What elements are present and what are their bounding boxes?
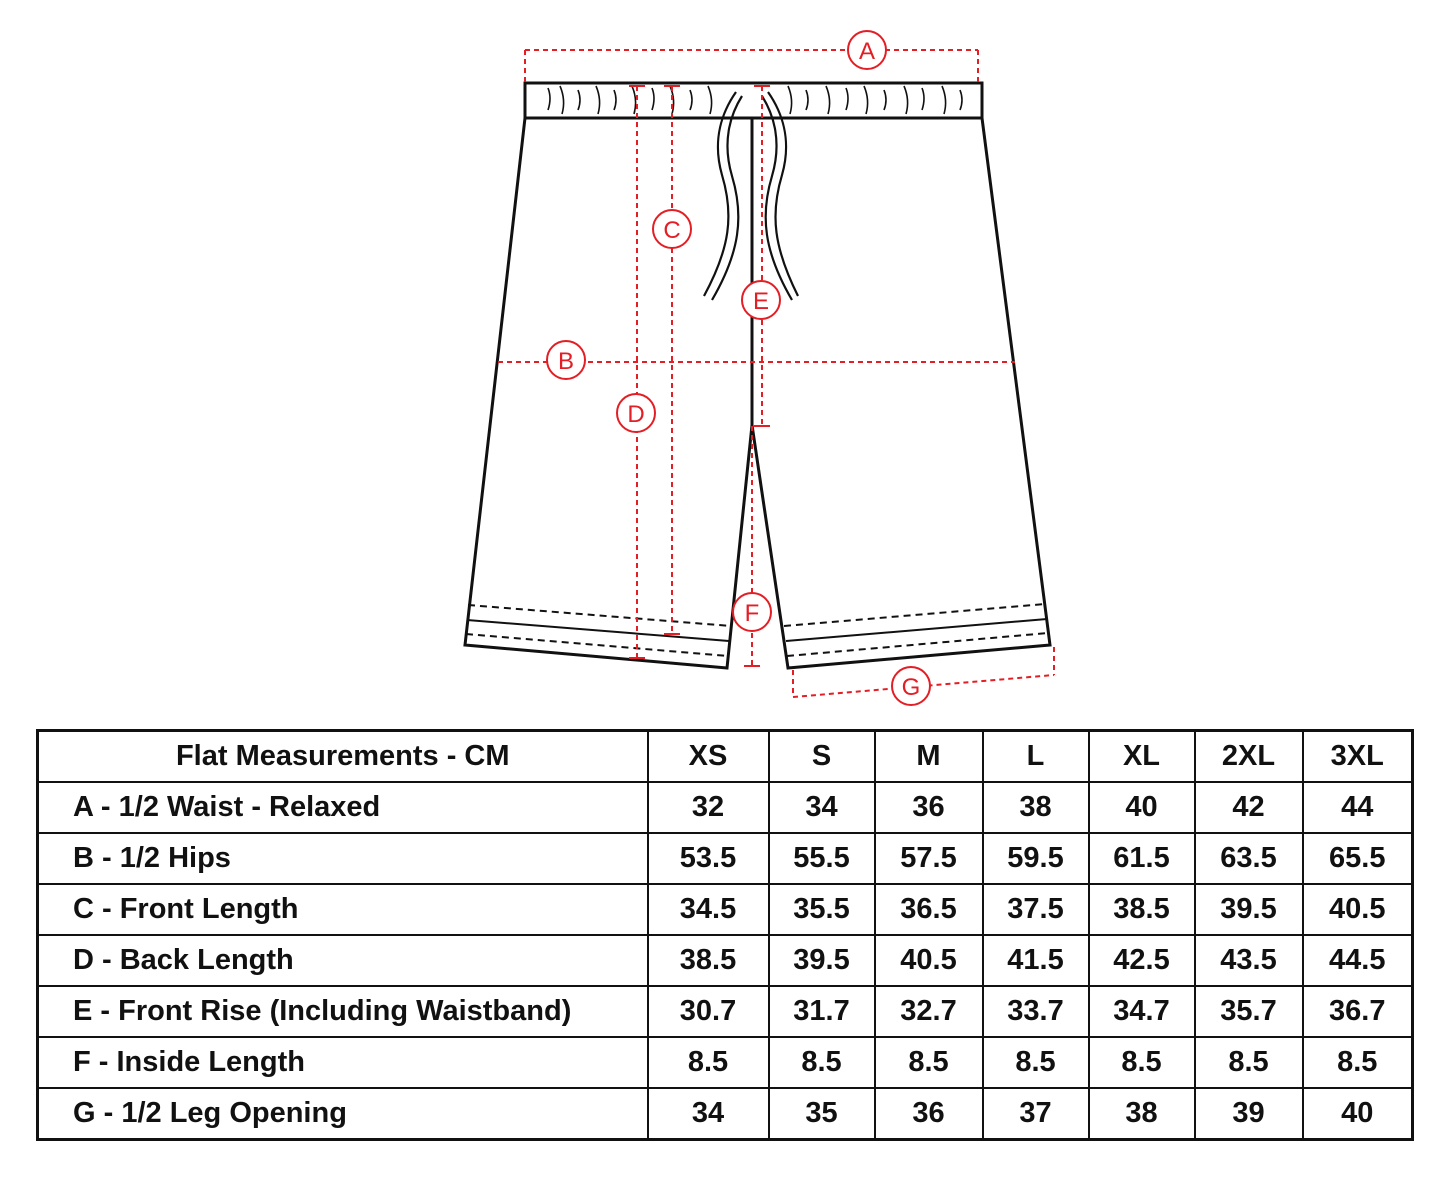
table-header-row: Flat Measurements - CM XS S M L XL 2XL 3… — [36, 729, 1414, 783]
table-cell: 36 — [873, 1087, 984, 1141]
table-cell: 33.7 — [981, 985, 1090, 1038]
table-cell: 8.5 — [981, 1036, 1090, 1089]
table-cell: 30.7 — [646, 985, 770, 1038]
table-cell: 39.5 — [767, 934, 876, 987]
label-c: C — [652, 209, 692, 249]
table-cell: 43.5 — [1193, 934, 1304, 987]
row-label: C - Front Length — [36, 883, 649, 936]
table-cell: 44.5 — [1301, 934, 1414, 987]
row-label: A - 1/2 Waist - Relaxed — [36, 781, 649, 834]
table-cell: 59.5 — [981, 832, 1090, 885]
size-header: XS — [646, 729, 770, 783]
label-d: D — [616, 393, 656, 433]
table-cell: 42 — [1193, 781, 1304, 834]
table-cell: 42.5 — [1087, 934, 1196, 987]
table-cell: 39.5 — [1193, 883, 1304, 936]
table-row: B - 1/2 Hips 53.5 55.5 57.5 59.5 61.5 63… — [36, 832, 1414, 885]
table-cell: 34.5 — [646, 883, 770, 936]
waistband-gathers — [547, 85, 963, 115]
table-cell: 34 — [646, 1087, 770, 1141]
table-title: Flat Measurements - CM — [36, 729, 649, 783]
label-d-text: D — [627, 401, 644, 428]
table-cell: 38 — [1087, 1087, 1196, 1141]
shorts-outline — [463, 81, 1052, 670]
table-cell: 44 — [1301, 781, 1414, 834]
table-cell: 37.5 — [981, 883, 1090, 936]
table-cell: 34.7 — [1087, 985, 1196, 1038]
label-e: E — [741, 280, 781, 320]
table-cell: 39 — [1193, 1087, 1304, 1141]
table-cell: 40.5 — [873, 934, 984, 987]
table-cell: 40.5 — [1301, 883, 1414, 936]
size-header: 3XL — [1301, 729, 1414, 783]
table-cell: 35.5 — [767, 883, 876, 936]
shorts-measurement-diagram: A B C D E F G — [463, 30, 1055, 706]
label-c-text: C — [663, 217, 680, 244]
row-label: E - Front Rise (Including Waistband) — [36, 985, 649, 1038]
waistband — [523, 81, 984, 120]
table-cell: 8.5 — [1301, 1036, 1414, 1089]
label-f-text: F — [745, 600, 760, 627]
size-header: S — [767, 729, 876, 783]
row-label: G - 1/2 Leg Opening — [36, 1087, 649, 1141]
table-cell: 8.5 — [1087, 1036, 1196, 1089]
table-cell: 65.5 — [1301, 832, 1414, 885]
table-row: E - Front Rise (Including Waistband) 30.… — [36, 985, 1414, 1038]
size-header: M — [873, 729, 984, 783]
row-label: D - Back Length — [36, 934, 649, 987]
table-cell: 53.5 — [646, 832, 770, 885]
table-cell: 38.5 — [1087, 883, 1196, 936]
size-header: XL — [1087, 729, 1196, 783]
table-cell: 35 — [767, 1087, 876, 1141]
drawstring-right — [761, 91, 799, 301]
table-cell: 63.5 — [1193, 832, 1304, 885]
table-cell: 8.5 — [646, 1036, 770, 1089]
table-cell: 38.5 — [646, 934, 770, 987]
table-cell: 55.5 — [767, 832, 876, 885]
measurement-labels: A B C D E F G — [546, 30, 931, 706]
row-label: F - Inside Length — [36, 1036, 649, 1089]
table-cell: 36.7 — [1301, 985, 1414, 1038]
table-cell: 57.5 — [873, 832, 984, 885]
table-cell: 32 — [646, 781, 770, 834]
hem-lines — [465, 603, 1049, 657]
size-chart-table: Flat Measurements - CM XS S M L XL 2XL 3… — [36, 729, 1414, 1141]
table-row: A - 1/2 Waist - Relaxed 32 34 36 38 40 4… — [36, 781, 1414, 834]
label-e-text: E — [753, 288, 769, 315]
table-row: F - Inside Length 8.5 8.5 8.5 8.5 8.5 8.… — [36, 1036, 1414, 1089]
size-header: L — [981, 729, 1090, 783]
table-cell: 40 — [1087, 781, 1196, 834]
table-cell: 41.5 — [981, 934, 1090, 987]
table-cell: 8.5 — [1193, 1036, 1304, 1089]
label-g-text: G — [902, 674, 921, 701]
label-g: G — [891, 666, 931, 706]
table-row: C - Front Length 34.5 35.5 36.5 37.5 38.… — [36, 883, 1414, 936]
label-f: F — [732, 592, 772, 632]
label-a-text: A — [859, 38, 875, 65]
table-row: D - Back Length 38.5 39.5 40.5 41.5 42.5… — [36, 934, 1414, 987]
table-cell: 8.5 — [767, 1036, 876, 1089]
table-cell: 36.5 — [873, 883, 984, 936]
size-header: 2XL — [1193, 729, 1304, 783]
shorts-body — [463, 117, 1052, 670]
table-cell: 61.5 — [1087, 832, 1196, 885]
label-b-text: B — [558, 348, 574, 375]
table-cell: 34 — [767, 781, 876, 834]
table-cell: 38 — [981, 781, 1090, 834]
table-cell: 8.5 — [873, 1036, 984, 1089]
table-row: G - 1/2 Leg Opening 34 35 36 37 38 39 40 — [36, 1087, 1414, 1141]
table-cell: 35.7 — [1193, 985, 1304, 1038]
label-b: B — [546, 340, 586, 380]
label-a: A — [847, 30, 887, 70]
table-cell: 32.7 — [873, 985, 984, 1038]
table-cell: 31.7 — [767, 985, 876, 1038]
table-cell: 40 — [1301, 1087, 1414, 1141]
row-label: B - 1/2 Hips — [36, 832, 649, 885]
drawstring-left — [703, 91, 743, 301]
table-cell: 37 — [981, 1087, 1090, 1141]
table-cell: 36 — [873, 781, 984, 834]
